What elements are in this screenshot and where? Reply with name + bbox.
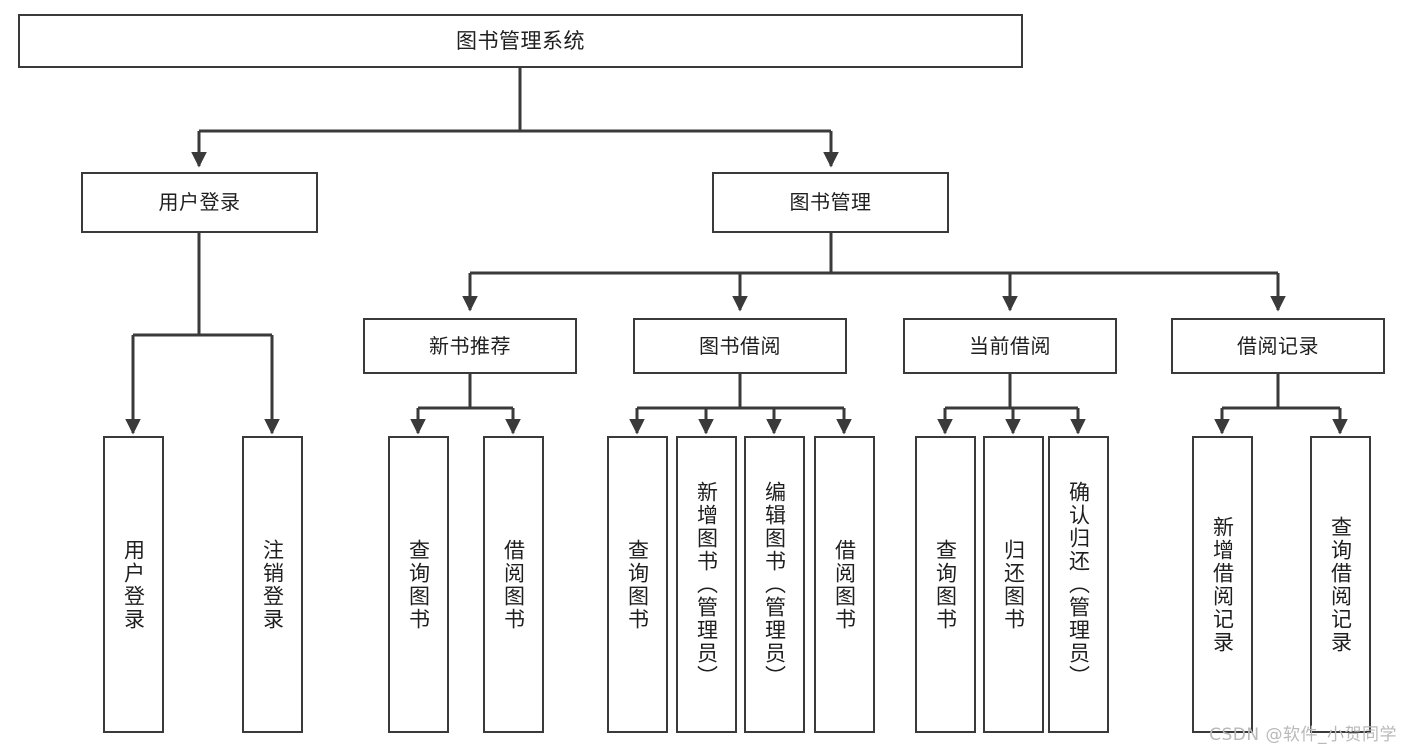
node-borrow-record[interactable]: 借阅记录 (1171, 318, 1385, 374)
node-book-borrow[interactable]: 图书借阅 (633, 318, 847, 374)
node-root[interactable]: 图书管理系统 (18, 14, 1023, 68)
node-leaf-query-borrow-record-label: 查询借阅记录 (1328, 515, 1353, 654)
node-current-borrow-label: 当前借阅 (969, 333, 1051, 358)
node-leaf-query-book-3[interactable]: 查询图书 (915, 436, 976, 733)
node-borrow-record-label: 借阅记录 (1237, 333, 1319, 358)
node-current-borrow[interactable]: 当前借阅 (903, 318, 1117, 374)
node-leaf-query-book-1[interactable]: 查询图书 (388, 436, 449, 733)
node-leaf-borrow-book-1[interactable]: 借阅图书 (483, 436, 544, 733)
node-book-mgmt-label: 图书管理 (789, 190, 872, 214)
node-leaf-confirm-return-admin[interactable]: 确认归还（管理员） (1048, 436, 1109, 733)
node-leaf-user-login[interactable]: 用户登录 (103, 436, 164, 733)
node-leaf-user-logout[interactable]: 注销登录 (242, 436, 303, 733)
node-leaf-edit-book-admin-label: 编辑图书（管理员） (762, 481, 787, 688)
node-leaf-add-borrow-record[interactable]: 新增借阅记录 (1192, 436, 1253, 733)
node-user-login[interactable]: 用户登录 (81, 172, 318, 233)
node-user-login-label: 用户登录 (158, 190, 241, 214)
node-leaf-borrow-book-2-label: 借阅图书 (832, 538, 857, 631)
node-leaf-return-book[interactable]: 归还图书 (983, 436, 1044, 733)
node-new-book-rec-label: 新书推荐 (429, 333, 511, 358)
node-leaf-add-book-admin[interactable]: 新增图书（管理员） (676, 436, 737, 733)
node-leaf-query-book-1-label: 查询图书 (406, 538, 431, 631)
node-leaf-add-borrow-record-label: 新增借阅记录 (1210, 515, 1235, 654)
watermark-text: CSDN @软件_小贺同学 (1209, 725, 1397, 745)
node-root-label: 图书管理系统 (456, 28, 585, 53)
node-leaf-user-logout-label: 注销登录 (260, 538, 285, 631)
node-leaf-query-book-2-label: 查询图书 (625, 538, 650, 631)
node-leaf-borrow-book-2[interactable]: 借阅图书 (814, 436, 875, 733)
node-leaf-borrow-book-1-label: 借阅图书 (501, 538, 526, 631)
node-leaf-query-borrow-record[interactable]: 查询借阅记录 (1310, 436, 1371, 733)
node-leaf-edit-book-admin[interactable]: 编辑图书（管理员） (744, 436, 805, 733)
node-book-borrow-label: 图书借阅 (699, 333, 781, 358)
node-leaf-query-book-2[interactable]: 查询图书 (607, 436, 668, 733)
node-leaf-confirm-return-admin-label: 确认归还（管理员） (1066, 481, 1091, 688)
node-book-mgmt[interactable]: 图书管理 (712, 172, 949, 233)
node-new-book-rec[interactable]: 新书推荐 (363, 318, 577, 374)
node-leaf-return-book-label: 归还图书 (1001, 538, 1026, 631)
node-leaf-user-login-label: 用户登录 (121, 538, 146, 631)
node-leaf-add-book-admin-label: 新增图书（管理员） (694, 481, 719, 688)
node-leaf-query-book-3-label: 查询图书 (933, 538, 958, 631)
